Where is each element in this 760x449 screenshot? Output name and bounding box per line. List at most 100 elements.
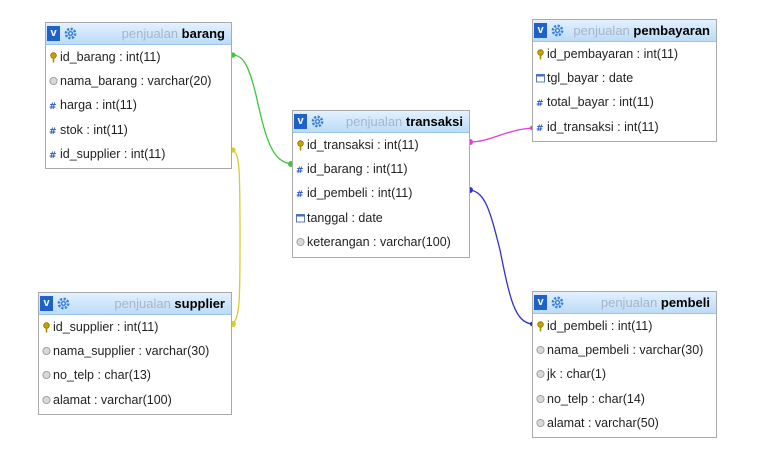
table-title: penjualan supplier — [114, 293, 225, 315]
text-field-icon — [49, 76, 58, 86]
table-header[interactable]: v penjualan transaksi — [293, 111, 469, 133]
number-field-icon: # — [49, 149, 58, 159]
text-field-icon — [536, 345, 545, 355]
number-field-icon: # — [536, 122, 545, 132]
date-field-icon — [296, 213, 305, 223]
collapse-toggle-icon[interactable]: v — [534, 295, 547, 310]
date-field-icon — [536, 73, 545, 83]
column-label: id_transaksi : int(11) — [307, 138, 419, 152]
column-label: harga : int(11) — [60, 98, 137, 113]
column-row[interactable]: nama_pembeli : varchar(30) — [533, 338, 716, 362]
table-header[interactable]: v penjualan supplier — [39, 293, 231, 315]
column-label: id_pembeli : int(11) — [307, 186, 413, 201]
table-name: barang — [181, 26, 225, 41]
gear-icon[interactable] — [311, 115, 324, 128]
text-field-icon — [296, 237, 305, 247]
database-name: penjualan — [345, 114, 403, 129]
column-row[interactable]: id_transaksi : int(11) — [293, 133, 469, 157]
column-label: id_pembayaran : int(11) — [547, 47, 679, 61]
number-field-icon: # — [296, 164, 305, 174]
column-row[interactable]: #id_barang : int(11) — [293, 157, 469, 181]
column-row[interactable]: jk : char(1) — [533, 362, 716, 386]
column-row[interactable]: no_telp : char(13) — [39, 363, 231, 387]
collapse-toggle-icon[interactable]: v — [534, 23, 547, 38]
table-title: penjualan pembayaran — [573, 20, 710, 42]
column-label: id_supplier : int(11) — [53, 320, 159, 334]
column-row[interactable]: alamat : varchar(100) — [39, 388, 231, 412]
collapse-toggle-icon[interactable]: v — [47, 26, 60, 41]
table-title: penjualan barang — [122, 23, 225, 45]
column-row[interactable]: #harga : int(11) — [46, 93, 231, 117]
column-row[interactable]: id_pembayaran : int(11) — [533, 42, 716, 66]
link-supplier-barang — [231, 149, 241, 325]
svg-text:#: # — [536, 99, 544, 107]
key-icon — [536, 49, 545, 60]
database-name: penjualan — [121, 26, 179, 41]
column-row[interactable]: #total_bayar : int(11) — [533, 90, 716, 114]
table-pembayaran[interactable]: v penjualan pembayaran id_pembayaran : int… — [532, 19, 717, 142]
svg-text:#: # — [536, 124, 544, 132]
column-label: alamat : varchar(50) — [547, 415, 659, 430]
column-label: id_supplier : int(11) — [60, 146, 166, 161]
table-header[interactable]: v penjualan barang — [46, 23, 231, 45]
gear-icon[interactable] — [551, 296, 564, 309]
column-row[interactable]: id_supplier : int(11) — [39, 315, 231, 339]
table-name: transaksi — [405, 114, 463, 129]
database-name: penjualan — [114, 296, 171, 311]
text-field-icon — [42, 346, 51, 356]
column-row[interactable]: #id_supplier : int(11) — [46, 142, 231, 166]
column-label: id_barang : int(11) — [307, 162, 408, 177]
table-name: pembayaran — [633, 23, 710, 38]
text-field-icon — [536, 369, 545, 379]
column-row[interactable]: keterangan : varchar(100) — [293, 230, 469, 254]
column-row[interactable]: nama_supplier : varchar(30) — [39, 339, 231, 363]
column-row[interactable]: #id_pembeli : int(11) — [293, 181, 469, 205]
column-label: id_transaksi : int(11) — [547, 119, 659, 134]
column-label: jk : char(1) — [547, 367, 607, 382]
column-row[interactable]: tanggal : date — [293, 206, 469, 230]
column-label: nama_supplier : varchar(30) — [53, 344, 210, 359]
text-field-icon — [536, 394, 545, 404]
table-title: penjualan transaksi — [346, 111, 463, 133]
number-field-icon: # — [296, 188, 305, 198]
gear-icon[interactable] — [551, 24, 564, 37]
column-label: id_pembeli : int(11) — [547, 319, 653, 333]
text-field-icon — [536, 418, 545, 428]
column-row[interactable]: tgl_bayar : date — [533, 66, 716, 90]
collapse-toggle-icon[interactable]: v — [294, 114, 307, 129]
key-icon — [49, 52, 58, 63]
gear-icon[interactable] — [64, 27, 77, 40]
column-row[interactable]: #stok : int(11) — [46, 118, 231, 142]
column-label: tgl_bayar : date — [547, 71, 634, 86]
column-row[interactable]: alamat : varchar(50) — [533, 411, 716, 435]
column-label: no_telp : char(13) — [53, 368, 151, 383]
column-label: tanggal : date — [307, 210, 383, 225]
table-supplier[interactable]: v penjualan supplier id_supplier : int(11)… — [38, 292, 232, 415]
table-header[interactable]: v penjualan pembayaran — [533, 20, 716, 42]
table-transaksi[interactable]: v penjualan transaksi id_transaksi : int(1… — [292, 110, 470, 258]
column-row[interactable]: id_pembeli : int(11) — [533, 314, 716, 338]
column-row[interactable]: id_barang : int(11) — [46, 45, 231, 69]
column-row[interactable]: nama_barang : varchar(20) — [46, 69, 231, 93]
gear-icon[interactable] — [57, 297, 70, 310]
column-label: nama_barang : varchar(20) — [60, 74, 212, 89]
key-icon — [536, 321, 545, 332]
database-name: penjualan — [573, 23, 630, 38]
column-label: stok : int(11) — [60, 122, 128, 137]
column-label: total_bayar : int(11) — [547, 95, 654, 110]
column-label: nama_pembeli : varchar(30) — [547, 343, 704, 358]
column-row[interactable]: #id_transaksi : int(11) — [533, 115, 716, 139]
svg-text:#: # — [49, 151, 57, 159]
collapse-toggle-icon[interactable]: v — [40, 296, 53, 311]
svg-text:#: # — [49, 127, 57, 135]
svg-text:#: # — [296, 166, 304, 174]
column-label: no_telp : char(14) — [547, 391, 645, 406]
column-row[interactable]: no_telp : char(14) — [533, 387, 716, 411]
link-barang-transaksi — [231, 54, 293, 165]
number-field-icon: # — [49, 125, 58, 135]
database-name: penjualan — [600, 295, 658, 310]
key-icon — [296, 140, 305, 151]
